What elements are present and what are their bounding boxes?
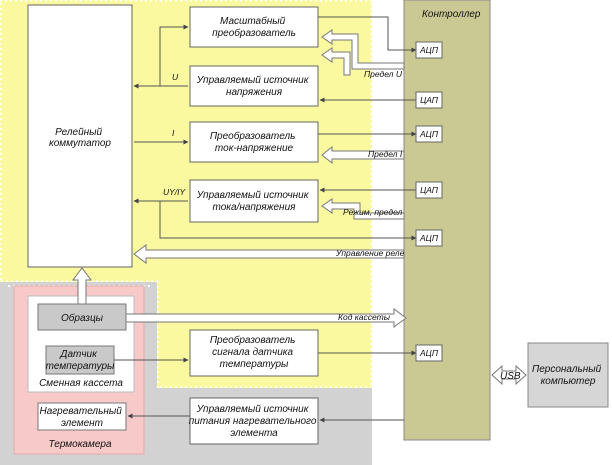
vsource-label-1: Управляемый источник: [196, 75, 310, 86]
usb-label: USB: [500, 371, 521, 382]
pc-block: [527, 342, 609, 408]
relay-ctrl-arrow: [133, 244, 405, 264]
usb-arrow: [491, 364, 527, 386]
pc-label-1: Персональный: [532, 364, 602, 375]
heater-src-label-2: питания нагревательного: [189, 416, 317, 427]
uyiy-signal-label: UY/IY: [163, 187, 187, 197]
dac-port-1: [415, 91, 443, 109]
ivsource-label-2: тока/напряжения: [213, 202, 297, 213]
limit-u-arrow-2: [321, 47, 351, 76]
sensor-converter-block: [189, 329, 319, 377]
sensor-conv-label-3: температуры: [220, 359, 289, 370]
voltage-source-block: [189, 65, 319, 107]
mode-limit-label: Режим, предел: [343, 207, 403, 217]
svg-text:Преобразователь сигнала да: Преобразователь сигнала датчика температ…: [210, 334, 298, 370]
iv-converter-block: [189, 121, 319, 163]
samples-label: Образцы: [61, 312, 104, 324]
pc-label-2: компьютер: [541, 376, 596, 387]
sensor-label-1: Датчик: [59, 349, 98, 360]
svg-text:Релейный коммутатор: Релейный коммутатор: [49, 127, 111, 149]
controller-block: [403, 0, 491, 441]
heater-src-label-3: элемента: [230, 428, 278, 439]
heater-src-label-1: Управляемый источник: [196, 404, 310, 415]
limit-i-arrow: [321, 145, 405, 165]
mode-limit-arrow: [321, 198, 405, 220]
adc-port-3: [415, 229, 443, 247]
sensor-conv-label-2: сигнала датчика: [212, 347, 293, 358]
scale-label-2: преобразователь: [212, 27, 296, 39]
iv-label-2: ток-напряжение: [215, 143, 294, 154]
scale-label-1: Масштабный: [220, 15, 286, 27]
heater-label-2: элемент: [61, 418, 103, 429]
svg-text:Масштабный преобразователь: Масштабный преобразователь: [212, 15, 296, 39]
u-line: [159, 24, 189, 86]
u-signal-label: U: [172, 72, 179, 82]
relay-label-2: коммутатор: [49, 138, 111, 149]
adc-port-2: [415, 125, 443, 143]
uyiy-sense: [159, 201, 417, 241]
i-signal-label: I: [172, 128, 175, 138]
cassette-code-label: Код кассеты: [338, 312, 391, 322]
svg-text:Персональный компьютер: Персональный компьютер: [532, 364, 604, 387]
sensor-conv-label-1: Преобразователь: [210, 334, 296, 346]
svg-text:Управляемый источник питан: Управляемый источник питания нагреватель…: [189, 404, 319, 439]
temp-sensor-block: [45, 345, 115, 375]
svg-text:Управляемый источник напря: Управляемый источник напряжения: [196, 75, 311, 98]
adc-port-1: [415, 41, 443, 59]
limit-u-label: Предел U: [364, 69, 403, 79]
svg-text:Датчик температуры: Датчик температуры: [46, 349, 115, 372]
cassette-label: Сменная кассета: [39, 378, 123, 389]
limit-i-label: Предел I: [368, 149, 403, 159]
cassette-code-arrow: [125, 308, 407, 328]
adc-port-3-label: АЦП: [419, 233, 439, 243]
adc-port-4-label: АЦП: [419, 348, 439, 358]
scale-converter-block: [189, 6, 319, 48]
iv-source-block: [189, 179, 319, 223]
adc-port-2-label: АЦП: [419, 129, 439, 139]
svg-text:Преобразователь ток-напряж: Преобразователь ток-напряжение: [210, 130, 298, 154]
heater-element-block: [37, 402, 127, 431]
vsource-label-2: напряжения: [226, 87, 283, 98]
scale-to-adc1: [318, 16, 417, 53]
thermo-label: Термокамера: [48, 439, 111, 450]
adc-port-4: [415, 344, 443, 362]
ivsource-label-1: Управляемый источник: [196, 190, 310, 201]
relay-ctrl-label: Управление реле: [335, 248, 405, 258]
limit-u-arrow: [321, 29, 405, 70]
adc-port-1-label: АЦП: [419, 45, 439, 55]
svg-text:Нагревательный элемент: Нагревательный элемент: [39, 406, 124, 429]
samples-block: [37, 303, 127, 331]
dac-port-2: [415, 181, 443, 199]
sensor-label-2: температуры: [46, 361, 115, 372]
relay-switch-block: [27, 4, 133, 268]
controller-label: Контроллер: [422, 9, 481, 20]
samples-to-relay-arrow: [72, 267, 92, 305]
heater-label-1: Нагревательный: [39, 406, 122, 417]
iv-label-1: Преобразователь: [210, 130, 296, 142]
relay-label-1: Релейный: [55, 127, 102, 138]
heater-source-block: [189, 397, 319, 445]
dac-port-2-label: ЦАП: [420, 185, 439, 195]
dac-port-1-label: ЦАП: [420, 95, 439, 105]
svg-text:Управляемый источник тока/: Управляемый источник тока/напряжения: [196, 190, 311, 213]
